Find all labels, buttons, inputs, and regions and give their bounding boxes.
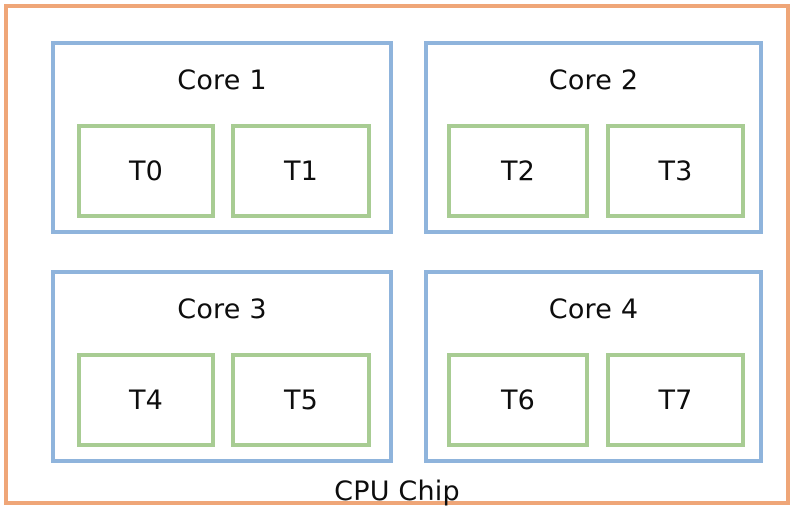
- core-title-3: Core 3: [177, 294, 267, 325]
- core-box-3[interactable]: Core 3 T4 T5: [51, 270, 393, 463]
- thread-box-t6[interactable]: T6: [447, 353, 589, 447]
- thread-label-t2: T2: [500, 156, 536, 187]
- cpu-chip-caption: CPU Chip: [334, 476, 460, 507]
- core-title-2: Core 2: [548, 65, 639, 96]
- thread-box-t3[interactable]: T3: [606, 124, 745, 218]
- core-box-1[interactable]: Core 1 T0 T1: [51, 41, 393, 234]
- thread-box-t7[interactable]: T7: [606, 353, 745, 447]
- core-box-4[interactable]: Core 4 T6 T7: [424, 270, 763, 463]
- thread-box-t4[interactable]: T4: [77, 353, 215, 447]
- core-box-2[interactable]: Core 2 T2 T3: [424, 41, 763, 234]
- core-title-1: Core 1: [177, 65, 267, 96]
- thread-label-t6: T6: [500, 385, 536, 416]
- thread-box-t2[interactable]: T2: [447, 124, 589, 218]
- core-title-4: Core 4: [548, 294, 639, 325]
- thread-label-t1: T1: [283, 156, 319, 187]
- thread-label-t0: T0: [128, 156, 164, 187]
- thread-box-t5[interactable]: T5: [231, 353, 371, 447]
- thread-box-t0[interactable]: T0: [77, 124, 215, 218]
- thread-label-t4: T4: [128, 385, 164, 416]
- thread-box-t1[interactable]: T1: [231, 124, 371, 218]
- thread-label-t3: T3: [658, 156, 693, 187]
- thread-label-t5: T5: [283, 385, 319, 416]
- thread-label-t7: T7: [658, 385, 693, 416]
- cpu-chip-boundary: Core 1 T0 T1 Core 2 T2 T3 Core 3 T4: [4, 4, 790, 507]
